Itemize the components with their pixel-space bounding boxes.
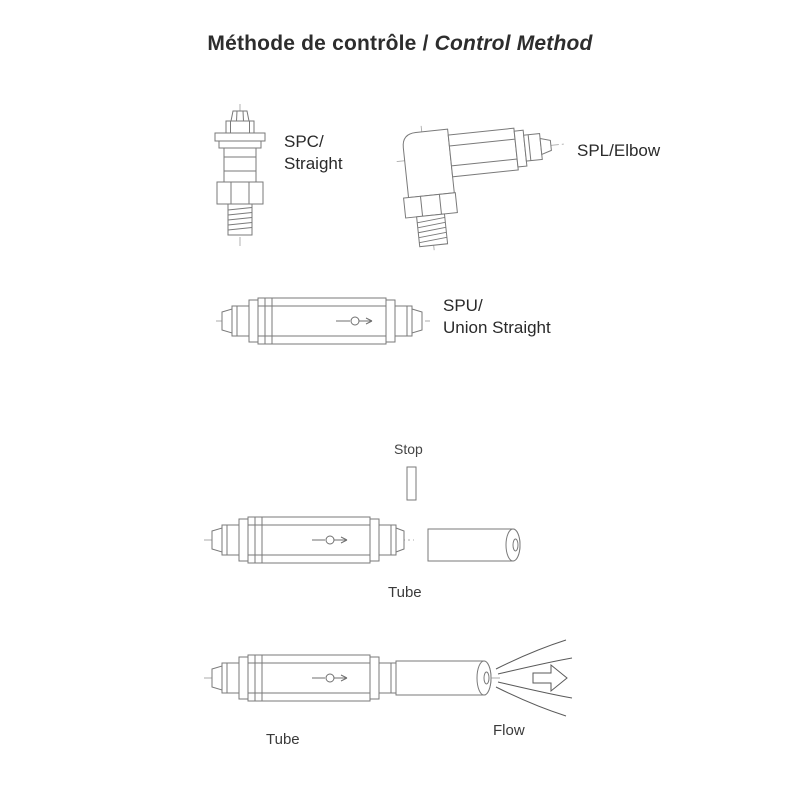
flow-arrow-icon <box>532 663 568 693</box>
stop-label: Stop <box>394 441 423 457</box>
assembly-drawing <box>211 639 573 717</box>
stop-part-drawing <box>406 466 417 501</box>
inserted-tube-drawing <box>395 660 492 696</box>
spl-elbow-drawing <box>396 125 564 253</box>
spc-label: SPC/ Straight <box>284 131 343 175</box>
spc-label-line2: Straight <box>284 154 343 173</box>
union-fitting-drawing <box>211 516 405 564</box>
spl-label: SPL/Elbow <box>577 141 661 160</box>
tube-label-upper: Tube <box>388 584 422 601</box>
flow-lines <box>495 639 573 717</box>
check-valve-symbol-2 <box>312 535 348 545</box>
spu-label-line1: SPU/ <box>443 296 483 315</box>
spc-label-line1: SPC/ <box>284 132 324 151</box>
title-english: Control Method <box>434 32 593 55</box>
check-valve-symbol-3 <box>312 673 348 683</box>
tube-drawing <box>427 528 521 562</box>
spu-union-straight-drawing <box>221 297 423 345</box>
spu-label-line2: Union Straight <box>443 318 551 337</box>
spl-thread-hatching <box>417 216 447 244</box>
page-title: Méthode de contrôle / Control Method <box>0 32 800 56</box>
flow-label: Flow <box>493 722 525 739</box>
spc-thread-hatching <box>227 207 253 231</box>
tube-label-lower: Tube <box>266 731 300 748</box>
spu-label: SPU/ Union Straight <box>443 295 551 339</box>
check-valve-symbol <box>336 316 373 326</box>
title-french: Méthode de contrôle / <box>207 32 429 55</box>
spc-straight-drawing <box>214 110 266 236</box>
